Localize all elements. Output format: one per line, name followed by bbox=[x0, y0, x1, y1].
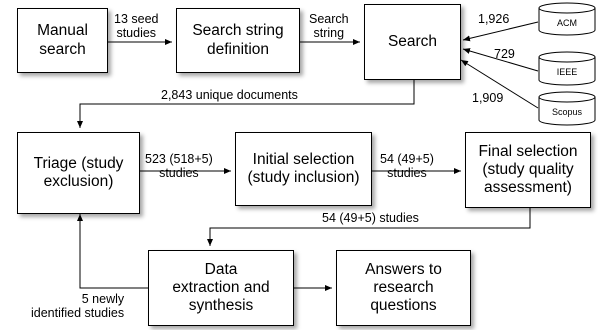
final-selection-box: Final selection (study quality assessmen… bbox=[465, 132, 591, 208]
arrow-extraction-to-triage bbox=[77, 214, 148, 289]
search-string-definition-box: Search string definition bbox=[176, 8, 300, 73]
answers-box: Answers to research questions bbox=[336, 250, 471, 326]
initial-to-final-label: 54 (49+5) studies bbox=[380, 152, 434, 180]
database-acm bbox=[538, 2, 596, 36]
database-ieee bbox=[538, 51, 596, 86]
arrow-final-to-extraction bbox=[207, 208, 531, 246]
database-scopus bbox=[538, 91, 596, 126]
seed-studies-label: 13 seed studies bbox=[114, 12, 159, 40]
final-to-extraction-label: 54 (49+5) studies bbox=[322, 211, 419, 225]
initial-selection-box: Initial selection (study inclusion) bbox=[235, 132, 372, 206]
unique-documents-label: 2,843 unique documents bbox=[161, 88, 298, 102]
ieee-label: IEEE bbox=[556, 67, 578, 77]
search-box: Search bbox=[364, 4, 461, 80]
manual-search-box: Manual search bbox=[17, 8, 108, 73]
acm-count-label: 1,926 bbox=[478, 12, 510, 26]
newly-identified-label: 5 newly identified studies bbox=[31, 292, 125, 320]
arrow-scopus-to-search bbox=[460, 59, 539, 109]
acm-label: ACM bbox=[557, 18, 577, 28]
triage-to-initial-label: 523 (518+5) studies bbox=[145, 152, 213, 180]
ieee-count-label: 729 bbox=[494, 47, 515, 61]
arrow-search-to-triage bbox=[77, 80, 415, 128]
arrow-acm-to-search bbox=[462, 21, 539, 42]
data-extraction-box: Data extraction and synthesis bbox=[148, 250, 294, 326]
scopus-count-label: 1,909 bbox=[472, 91, 504, 105]
scopus-label: Scopus bbox=[551, 107, 583, 117]
arrow-ieee-to-search bbox=[462, 48, 539, 72]
search-string-label: Search string bbox=[309, 12, 349, 40]
triage-box: Triage (study exclusion) bbox=[17, 132, 140, 214]
